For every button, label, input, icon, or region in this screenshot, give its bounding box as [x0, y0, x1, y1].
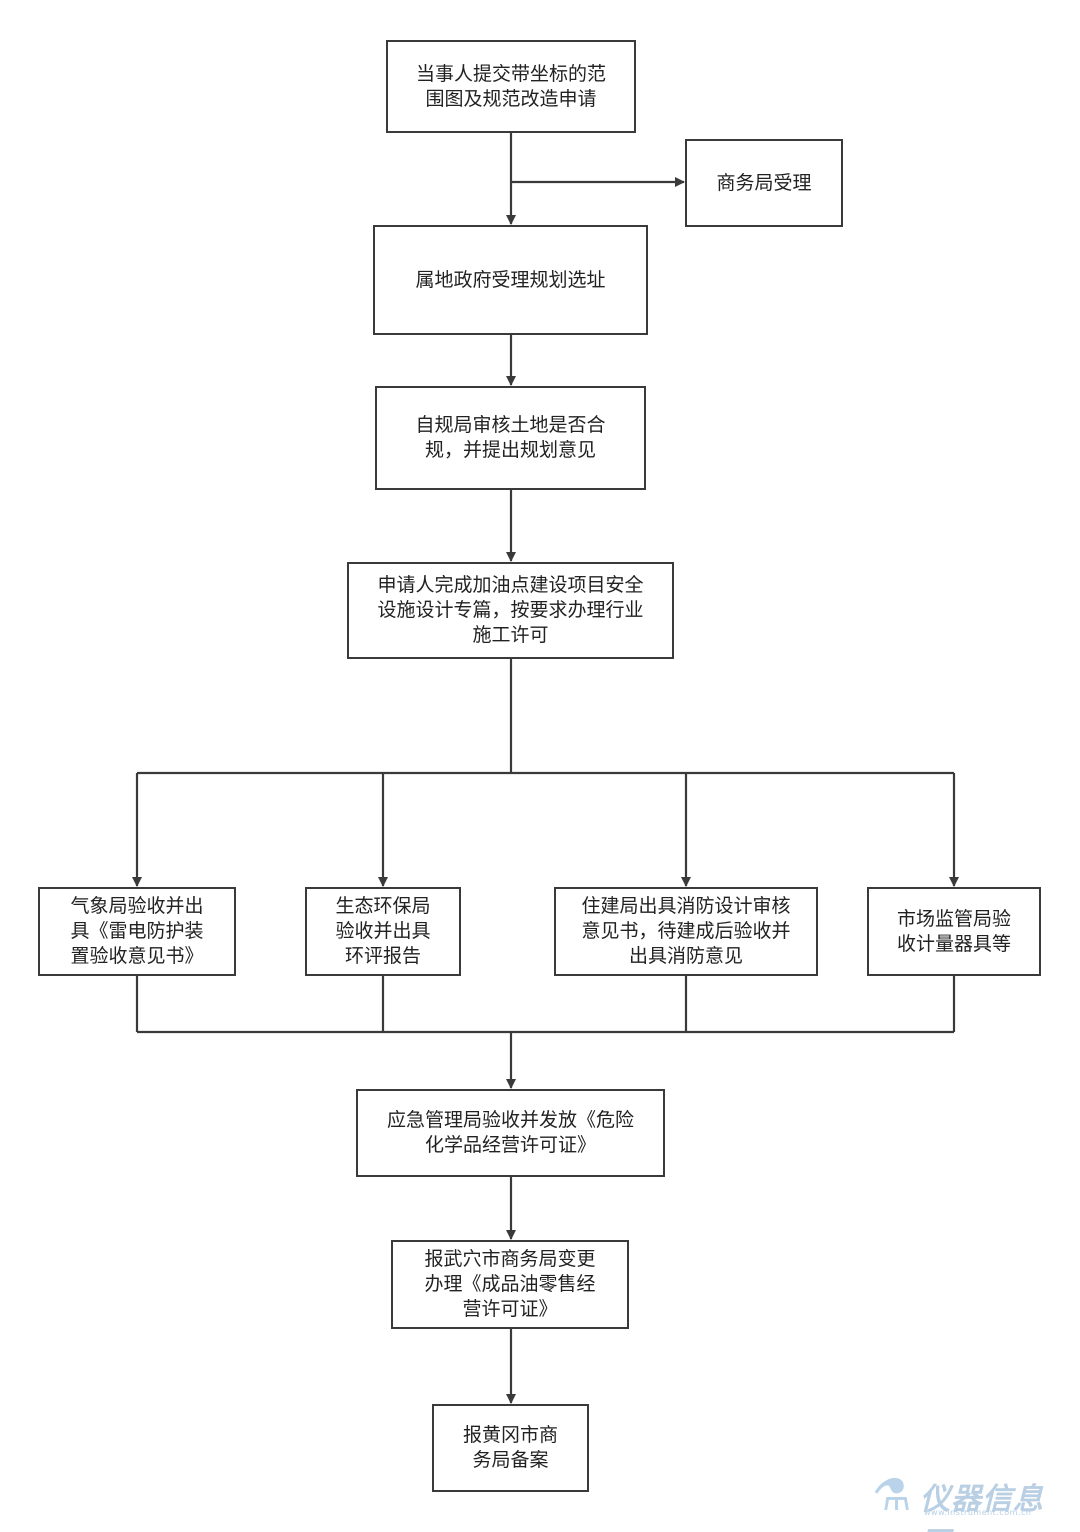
step-submit-application: 当事人提交带坐标的范 围图及规范改造申请: [386, 40, 636, 133]
step-emergency-management: 应急管理局验收并发放《危险 化学品经营许可证》: [356, 1089, 665, 1177]
step-commerce-bureau-accept: 商务局受理: [685, 139, 843, 227]
step-wuxue-commerce-change: 报武穴市商务局变更 办理《成品油零售经 营许可证》: [391, 1240, 629, 1329]
watermark: ⚗ 仪器信息网 www.instrument.com.cn: [872, 1468, 1072, 1532]
watermark-logo-icon: ⚗: [872, 1470, 912, 1521]
watermark-url: www.instrument.com.cn: [924, 1508, 1032, 1517]
step-land-review: 自规局审核土地是否合 规，并提出规划意见: [375, 386, 646, 490]
step-safety-design: 申请人完成加油点建设项目安全 设施设计专篇，按要求办理行业 施工许可: [347, 562, 674, 659]
step-huanggang-filing: 报黄冈市商 务局备案: [432, 1404, 589, 1492]
step-housing-bureau: 住建局出具消防设计审核 意见书，待建成后验收并 出具消防意见: [554, 887, 818, 976]
step-local-gov-site-selection: 属地政府受理规划选址: [373, 225, 648, 335]
watermark-name: 仪器信息网: [920, 1482, 1044, 1532]
step-meteorology-bureau: 气象局验收并出 具《雷电防护装 置验收意见书》: [38, 887, 236, 976]
step-environment-bureau: 生态环保局 验收并出具 环评报告: [305, 887, 461, 976]
step-market-supervision: 市场监管局验 收计量器具等: [867, 887, 1041, 976]
